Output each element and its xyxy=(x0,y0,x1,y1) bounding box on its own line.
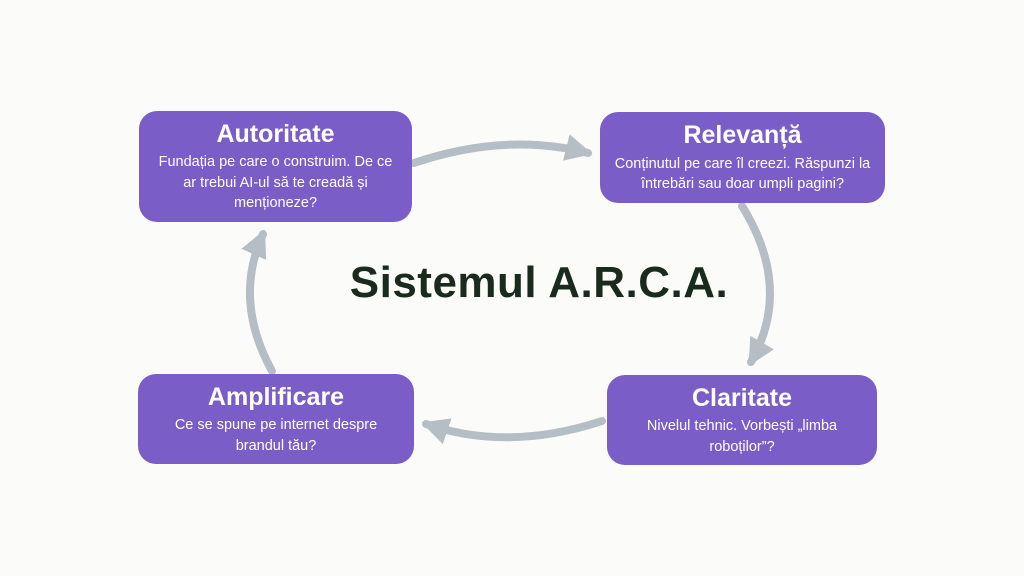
node-autoritate-description: Fundația pe care o construim. De ce ar t… xyxy=(158,154,393,212)
node-autoritate: Autoritate Fundația pe care o construim.… xyxy=(139,111,412,222)
node-relevanta-initial: R xyxy=(683,121,702,150)
arrow-amplificare-to-autoritate-icon xyxy=(241,229,276,375)
node-claritate-title: Claritate xyxy=(692,383,792,414)
node-relevanta: Relevanță Conținutul pe care îl creezi. … xyxy=(600,112,885,203)
node-relevanta-title: Relevanță xyxy=(683,120,801,151)
node-claritate-title-rest: laritate xyxy=(710,383,793,412)
node-autoritate-title: Autoritate xyxy=(216,119,334,150)
arrow-relevanta-to-claritate-icon xyxy=(738,202,774,367)
node-relevanta-title-rest: elevanță xyxy=(701,121,802,150)
node-claritate-description: Nivelul tehnic. Vorbești „limba roboțilo… xyxy=(646,418,838,455)
diagram-title: Sistemul A.R.C.A. xyxy=(349,258,729,307)
node-claritate: Claritate Nivelul tehnic. Vorbești „limb… xyxy=(607,375,877,465)
node-amplificare-title: Amplificare xyxy=(208,382,344,413)
node-autoritate-initial: A xyxy=(216,120,235,148)
arrow-claritate-to-amplificare-icon xyxy=(421,417,606,445)
node-amplificare: Amplificare Ce se spune pe internet desp… xyxy=(138,374,414,464)
node-amplificare-title-rest: mplificare xyxy=(225,382,345,411)
node-amplificare-description: Ce se spune pe internet despre brandul t… xyxy=(174,417,378,454)
node-claritate-initial: C xyxy=(691,383,711,412)
arrow-autoritate-to-relevanta-icon xyxy=(410,134,593,167)
node-amplificare-initial: A xyxy=(207,382,226,411)
node-autoritate-title-rest: utoritate xyxy=(234,120,335,148)
node-relevanta-description: Conținutul pe care îl creezi. Răspunzi l… xyxy=(614,155,871,193)
